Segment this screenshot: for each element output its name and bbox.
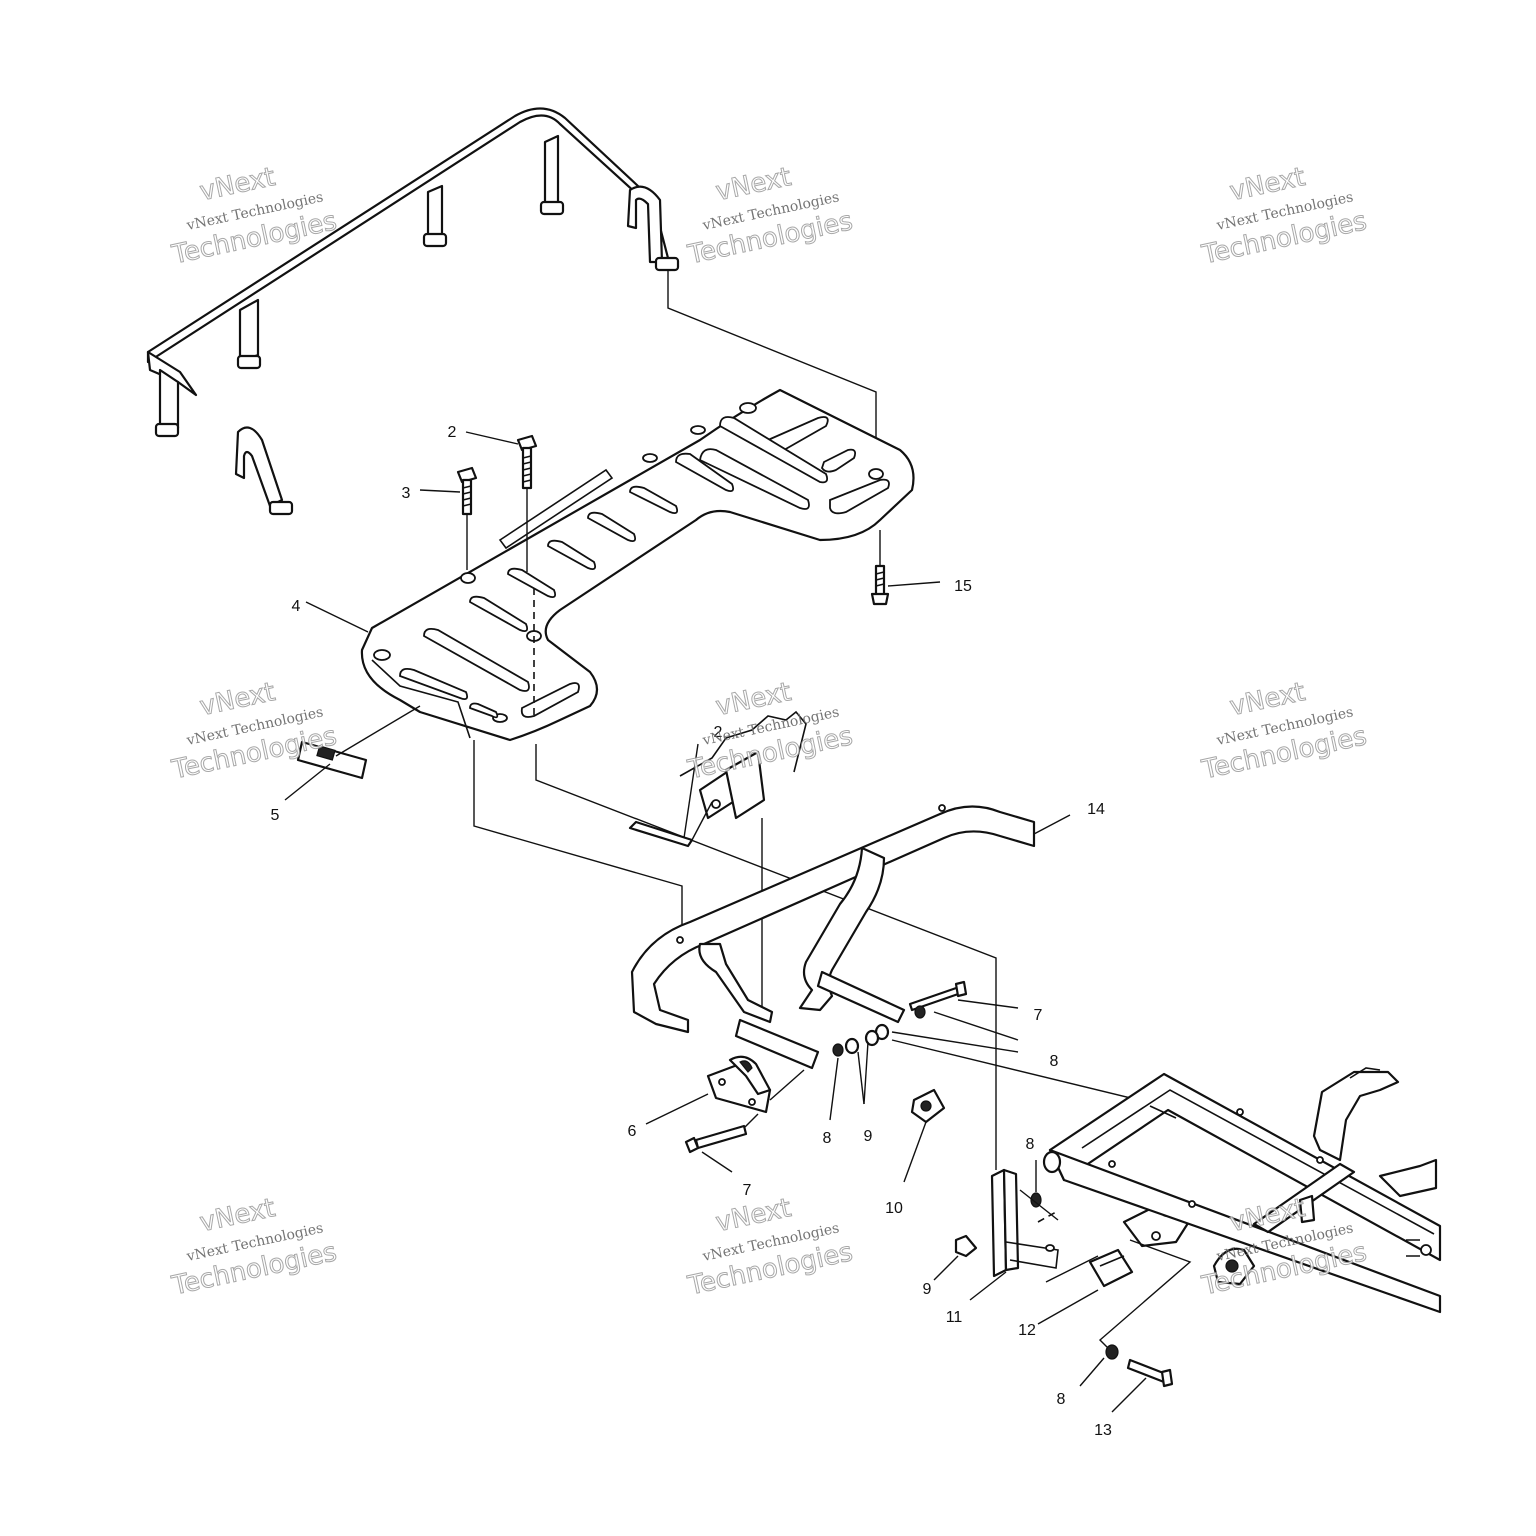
upper-rack-rail: [146, 107, 680, 516]
rack-bolt-15: [870, 530, 890, 606]
callout-15: 15: [954, 578, 972, 595]
vertical-mount-post: [954, 1160, 1099, 1301]
callout-labels: 2 3 4 15 5 2 14 7 8 6 8 9 7 10 8 9 11 12…: [271, 424, 1112, 1439]
callout-9-lower: 9: [923, 1281, 932, 1298]
callout-6: 6: [628, 1123, 637, 1140]
callout-13: 13: [1094, 1422, 1112, 1439]
callout-4: 4: [292, 598, 301, 615]
rack-slots: [399, 416, 890, 719]
rack-platform: [360, 388, 915, 742]
callout-9-center: 9: [864, 1128, 873, 1145]
callout-8-bottom: 8: [1057, 1391, 1066, 1408]
callout-7-right: 7: [1034, 1007, 1043, 1024]
callout-7-left: 7: [743, 1182, 752, 1199]
callout-8-post: 8: [1026, 1136, 1035, 1153]
callout-11: 11: [946, 1309, 963, 1326]
mounting-bracket: [645, 1055, 805, 1173]
callout-2-upper: 2: [448, 424, 457, 441]
callout-2-lower: 2: [714, 724, 723, 741]
vehicle-frame: [1042, 1067, 1442, 1314]
callout-14: 14: [1087, 801, 1105, 818]
lower-bumper: [630, 804, 1071, 1070]
assembly-line-rail-to-rack: [667, 270, 877, 476]
callout-8-right: 8: [1050, 1053, 1059, 1070]
callout-3: 3: [402, 485, 411, 502]
callout-8-center: 8: [823, 1130, 832, 1147]
rack-bolt-2: [516, 434, 538, 720]
assembly-line-rack-left: [473, 740, 683, 940]
callout-5: 5: [271, 807, 280, 824]
clamp-block: [903, 1088, 946, 1183]
callout-10: 10: [885, 1200, 903, 1217]
rack-bolt-3: [456, 466, 478, 570]
pivot-bracket: [1037, 1202, 1192, 1413]
lower-fasteners: [829, 980, 1181, 1121]
frame-bracket-plate: [628, 710, 807, 1010]
assembly-line-rack-right: [535, 744, 997, 1170]
callout-12: 12: [1018, 1322, 1036, 1339]
watermark: vNext vNext Technologies Technologies vN…: [168, 162, 1370, 1302]
reflector: [296, 705, 421, 780]
